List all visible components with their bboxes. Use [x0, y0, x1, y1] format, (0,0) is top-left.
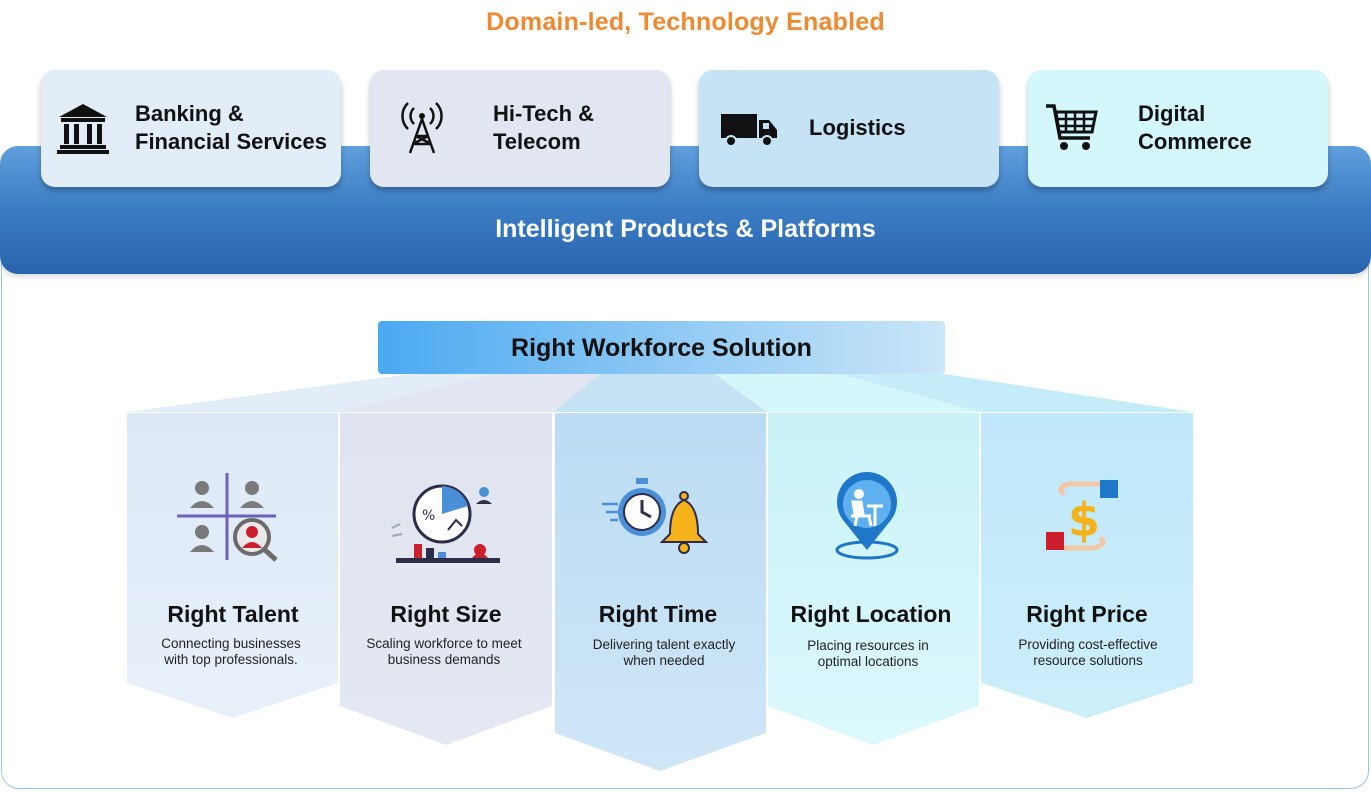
svg-text:%: % [422, 508, 435, 524]
cart-icon [1046, 104, 1098, 150]
domain-label-line1: Banking & [135, 101, 244, 126]
pillar-desc-line2: resource solutions [1033, 653, 1143, 668]
tower-icon [401, 102, 443, 154]
pillar-desc-size: Scaling workforce to meet business deman… [344, 636, 544, 668]
fan-time [553, 374, 767, 412]
pillar-desc-line1: Placing resources in [807, 638, 929, 653]
workforce-title: Right Workforce Solution [511, 334, 812, 362]
domain-label-logistics: Logistics [809, 114, 906, 142]
domain-label-line1: Hi-Tech & [493, 101, 595, 126]
pillar-desc-location: Placing resources in optimal locations [768, 638, 968, 670]
domain-label-line2: Telecom [493, 129, 581, 154]
pillar-desc-line1: Providing cost-effective [1018, 637, 1158, 652]
pillar-desc-line1: Delivering talent exactly [592, 637, 736, 652]
pillar-title-location: Right Location [790, 601, 952, 627]
platform-title: Intelligent Products & Platforms [495, 215, 876, 243]
pillar-title-time: Right Time [598, 601, 718, 627]
fan-size [340, 374, 600, 412]
talent-search-icon [177, 473, 278, 562]
location-pin-icon [835, 472, 899, 560]
dollar-hands-icon: $ [1046, 480, 1118, 551]
domain-label-banking: Banking & Financial Services [135, 100, 327, 156]
domain-label-commerce: Digital Commerce [1138, 100, 1252, 156]
pillar-desc-line2: when needed [623, 653, 705, 668]
pillar-location [768, 413, 979, 745]
domain-label-line2: Financial Services [135, 129, 327, 154]
pillar-title-talent: Right Talent [167, 601, 299, 627]
headline: Domain-led, Technology Enabled [486, 8, 885, 36]
pillar-desc-time: Delivering talent exactly when needed [564, 637, 764, 669]
domain-card-commerce: Digital Commerce [1028, 70, 1328, 187]
pillar-title-price: Right Price [1026, 601, 1148, 627]
pillar-desc-price: Providing cost-effective resource soluti… [988, 637, 1188, 669]
pillar-desc-line1: Scaling workforce to meet [366, 636, 522, 651]
pillar-desc-talent: Connecting businesses with top professio… [131, 636, 331, 668]
truck-icon [721, 114, 777, 147]
domain-card-hitech: Hi-Tech & Telecom [370, 70, 670, 187]
bank-icon [57, 104, 109, 154]
pillar-desc-line1: Connecting businesses [161, 636, 301, 651]
domain-card-banking: Banking & Financial Services [41, 70, 341, 187]
workforce-banner [378, 321, 945, 374]
pillar-desc-line2: with top professionals. [164, 652, 298, 667]
fan-location [715, 374, 980, 412]
domain-label-line2: Commerce [1138, 129, 1252, 154]
fan-price [840, 374, 1193, 412]
pillar-talent [127, 413, 338, 718]
domain-label-line1: Digital [1138, 101, 1206, 126]
pillar-price [981, 413, 1193, 718]
domain-label-hitech: Hi-Tech & Telecom [493, 100, 594, 156]
fan-talent [127, 374, 490, 412]
svg-text:$: $ [1068, 493, 1100, 547]
stopwatch-bell-icon [602, 478, 709, 554]
domain-label-line1: Logistics [809, 115, 906, 140]
pillar-size [340, 413, 552, 745]
analytics-chart-icon: % [391, 484, 500, 563]
pillar-desc-line2: business demands [387, 652, 501, 667]
domain-card-logistics: Logistics [699, 70, 999, 187]
pillar-desc-line2: optimal locations [817, 654, 919, 669]
pillar-time [555, 413, 766, 771]
pillar-title-size: Right Size [390, 601, 502, 627]
